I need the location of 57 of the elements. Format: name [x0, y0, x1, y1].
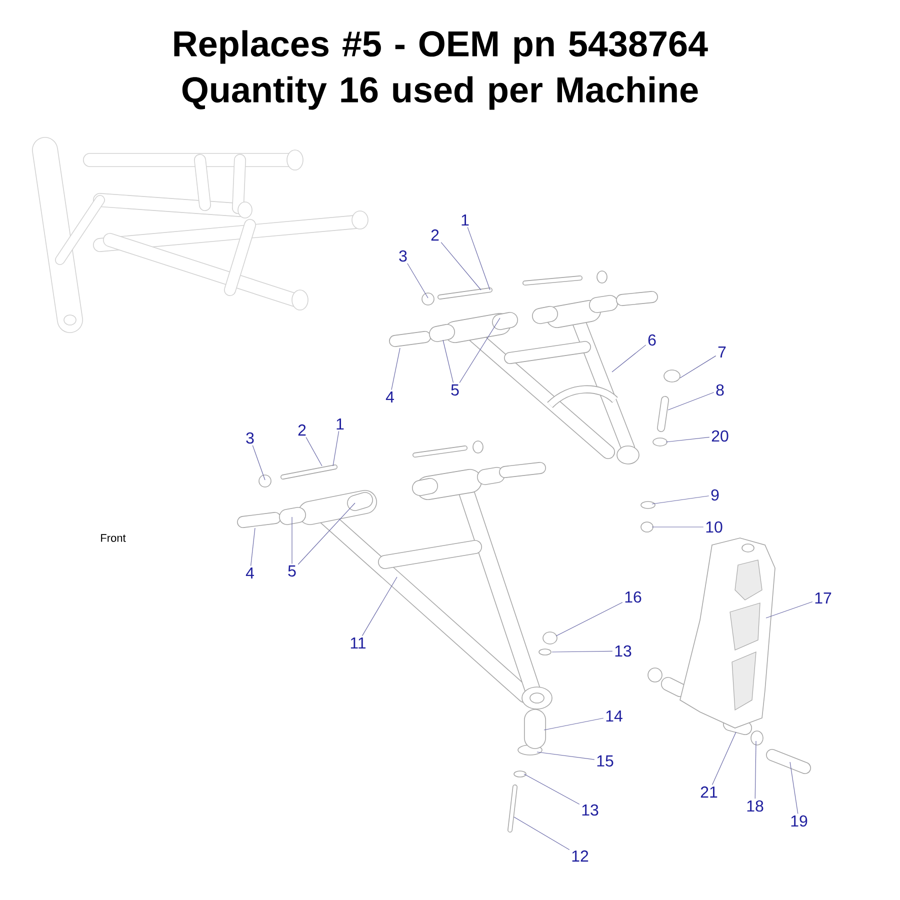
leader-line — [790, 762, 798, 814]
callout-number: 1 — [336, 418, 344, 430]
leader-line — [467, 226, 490, 290]
callout-number: 2 — [298, 424, 306, 436]
callout-number: 11 — [350, 638, 366, 648]
leader-line — [440, 242, 482, 290]
leader-line — [552, 650, 613, 652]
callout-number: 18 — [747, 800, 764, 812]
callout-number: 21 — [700, 786, 718, 798]
leader-line — [766, 601, 813, 618]
leader-line — [652, 526, 704, 528]
leader-line — [250, 528, 256, 566]
leader-line — [407, 263, 428, 298]
leader-line — [652, 496, 710, 504]
callout-number: 14 — [606, 710, 622, 722]
leader-line — [298, 502, 356, 565]
view-label: Front — [101, 534, 126, 542]
leader-line — [362, 576, 398, 636]
leader-line — [524, 774, 580, 805]
leader-line — [680, 356, 716, 378]
callout-number: 5 — [451, 384, 459, 396]
leader-line — [306, 437, 322, 466]
title: Replaces #5 - OEM pn 5438764 Quantity 16 used per Machine — [174, 30, 708, 110]
callout-number: 16 — [625, 591, 642, 603]
leader-line — [459, 318, 500, 384]
callout-number: 9 — [711, 489, 719, 501]
callout-number: 4 — [386, 392, 394, 402]
callout-number: 5 — [288, 565, 296, 577]
callout-number: 15 — [597, 755, 614, 767]
leader-line — [391, 348, 400, 390]
callout-number: 10 — [706, 521, 722, 533]
callout-number: 1 — [462, 214, 469, 226]
leader-line — [556, 602, 623, 636]
callout-number: 3 — [246, 432, 254, 444]
callout-number: 2 — [431, 229, 439, 241]
leader-line — [612, 344, 646, 372]
callout-number: 19 — [791, 815, 808, 827]
callout-number: 7 — [718, 346, 726, 358]
callout-number: 12 — [572, 850, 588, 862]
leader-line — [536, 752, 595, 760]
leader-line — [442, 340, 454, 384]
callout-number: 4 — [246, 568, 254, 578]
leader-line — [252, 445, 266, 480]
callout-number: 6 — [648, 334, 656, 346]
callout-number: 13 — [582, 804, 598, 816]
callout-number: 3 — [399, 250, 407, 262]
callout-number: 13 — [615, 645, 632, 657]
leader-line — [712, 732, 736, 786]
callout-number: 8 — [716, 384, 724, 396]
leader-line — [668, 392, 714, 410]
callout-number: 17 — [815, 592, 832, 604]
callout-number: 20 — [712, 430, 728, 442]
leader-line — [544, 718, 604, 730]
leader-line — [666, 436, 710, 442]
leader-line — [514, 816, 570, 850]
leader-line — [754, 740, 756, 799]
leader-line — [332, 430, 340, 466]
